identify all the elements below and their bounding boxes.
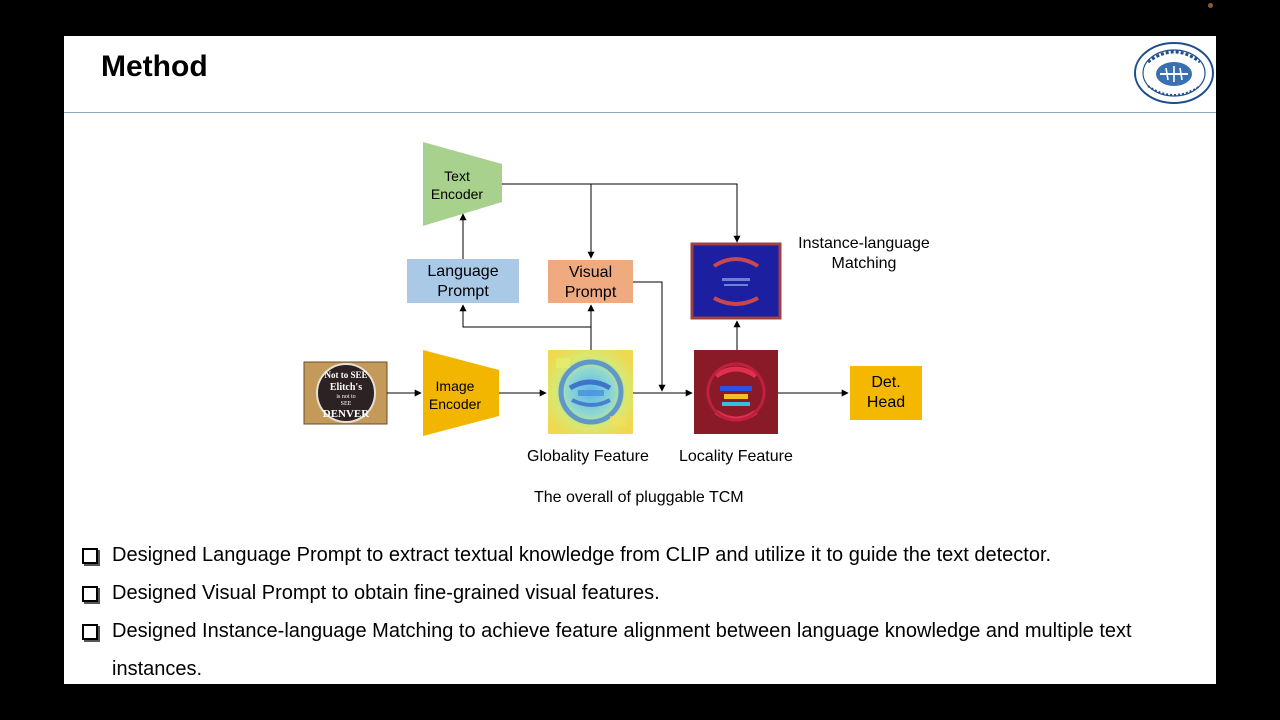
image-encoder-label: Image Encoder — [428, 378, 482, 412]
bullet-item: Designed Language Prompt to extract text… — [82, 536, 1202, 574]
tcm-diagram: Not to SEE Elitch's is not to SEE DENVER — [303, 142, 922, 436]
instance-language-matching-label: Instance-language Matching — [798, 235, 930, 272]
input-image: Not to SEE Elitch's is not to SEE DENVER — [303, 361, 388, 425]
instance-language-matching-map — [690, 242, 782, 320]
svg-text:Elitch's: Elitch's — [330, 382, 362, 393]
diagram-caption: The overall of pluggable TCM — [534, 489, 744, 506]
globality-feature-label: Globality Feature — [527, 448, 649, 465]
edge-globality-to-language-prompt — [459, 304, 591, 328]
det-head-label: Det. Head — [866, 374, 906, 411]
locality-feature-label: Locality Feature — [679, 448, 793, 465]
text-encoder-label: Text Encoder — [430, 168, 484, 202]
visual-prompt-shape — [548, 260, 633, 303]
checkbox-bullet-icon — [82, 548, 98, 564]
svg-text:SEE: SEE — [341, 401, 352, 407]
checkbox-bullet-icon — [82, 586, 98, 602]
method-bullets: Designed Language Prompt to extract text… — [82, 536, 1202, 684]
language-prompt-label: Language Prompt — [427, 263, 499, 300]
globality-feature-map — [548, 350, 633, 434]
locality-feature-map — [694, 350, 778, 434]
checkbox-bullet-icon — [82, 624, 98, 640]
slide: Method — [64, 36, 1216, 684]
edge-text-encoder-to-matching — [502, 183, 741, 243]
text-encoder-shape — [423, 142, 502, 226]
svg-text:Not to SEE: Not to SEE — [324, 370, 367, 380]
image-encoder-shape — [423, 350, 499, 436]
title-divider — [64, 112, 1216, 113]
visual-prompt-label: Visual Prompt — [564, 264, 617, 301]
corner-dot — [1208, 3, 1213, 8]
language-prompt-shape — [407, 259, 519, 303]
university-seal-logo — [1134, 42, 1214, 104]
svg-text:is not to: is not to — [336, 394, 355, 400]
slide-title: Method — [101, 50, 208, 83]
bullet-item: Designed Visual Prompt to obtain fine-gr… — [82, 574, 1202, 612]
edge-visual-prompt-to-locality — [633, 281, 666, 392]
svg-text:DENVER: DENVER — [323, 408, 371, 420]
det-head-shape — [850, 366, 922, 420]
bullet-item: Designed Instance-language Matching to a… — [82, 612, 1202, 684]
